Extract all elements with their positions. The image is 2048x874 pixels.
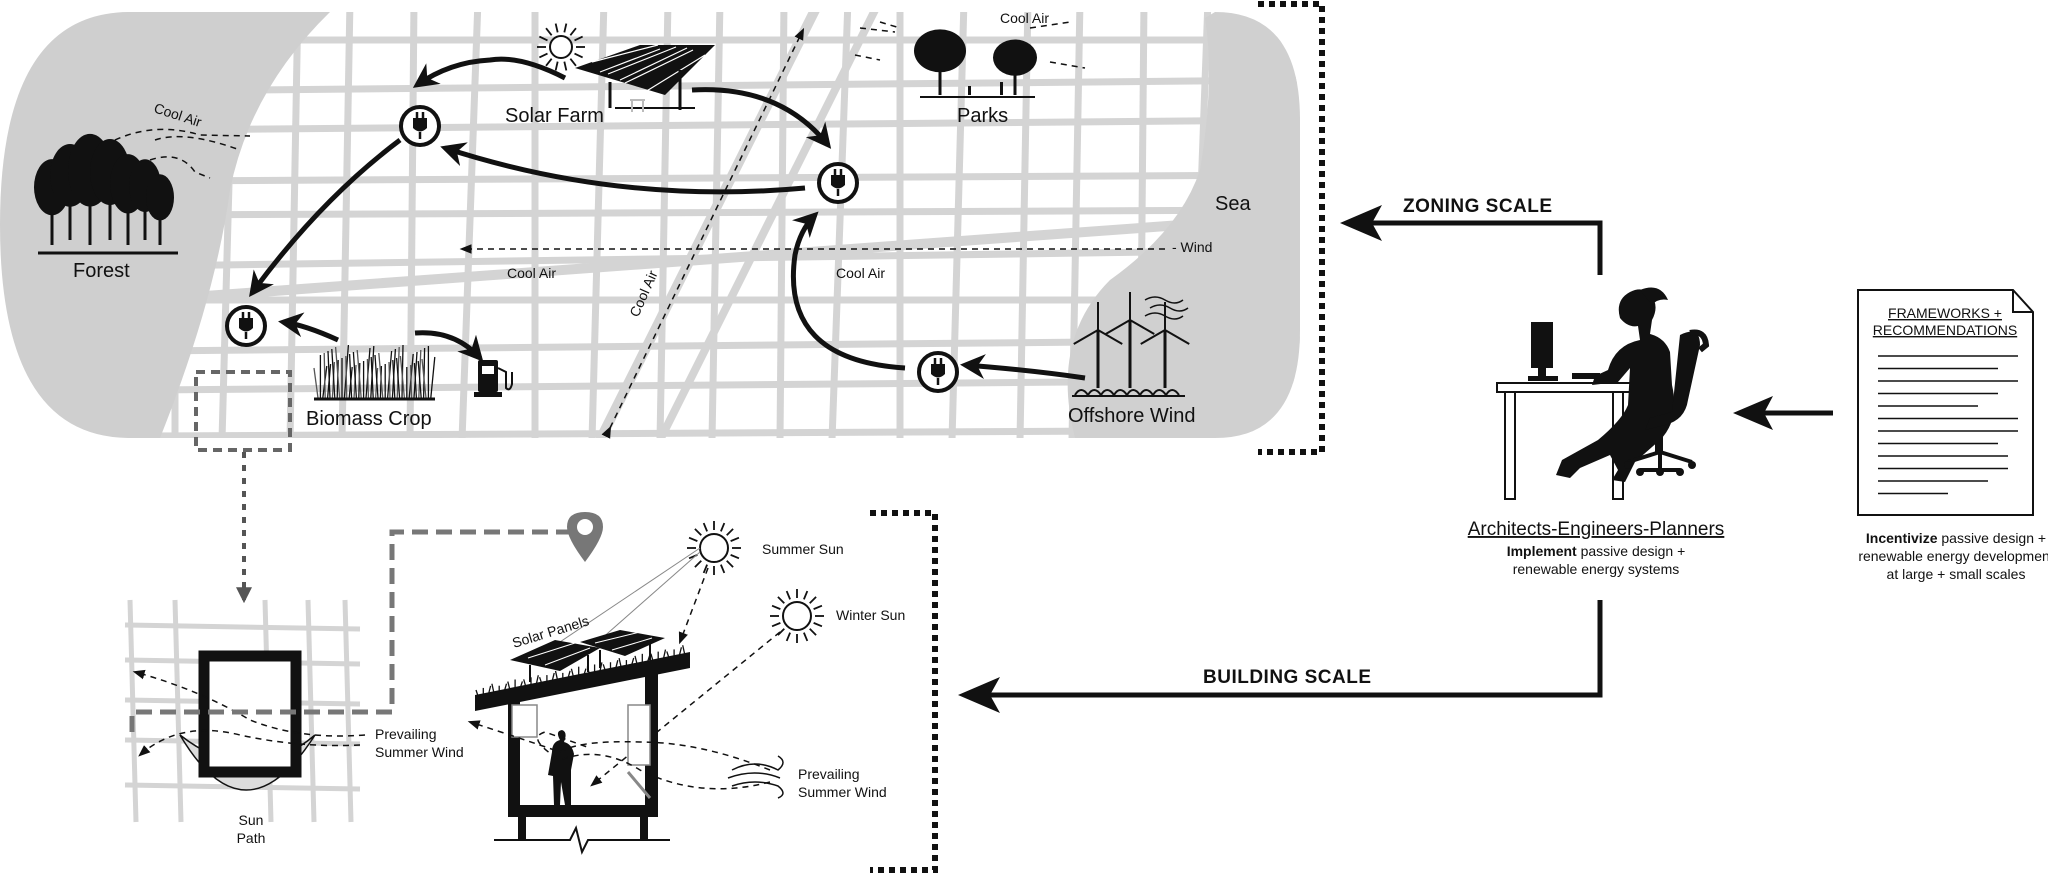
roof-solar-panels bbox=[510, 630, 665, 671]
plan-wind-flows bbox=[132, 669, 366, 757]
roof-panel-grid bbox=[527, 631, 653, 666]
street bbox=[1016, 12, 1032, 438]
document-title-line-2: RECOMMENDATIONS bbox=[1873, 322, 2017, 338]
building-bracket bbox=[870, 510, 938, 873]
building-scale-arrow bbox=[958, 600, 1603, 713]
incentivize-line-3: at large + small scales bbox=[1887, 566, 2026, 582]
parks-label: Parks bbox=[957, 105, 1008, 127]
wind-turbine-icon bbox=[1072, 292, 1190, 397]
street bbox=[458, 12, 482, 438]
biomass-crop-label: Biomass Crop bbox=[306, 408, 432, 430]
offshore-wind-label: Offshore Wind bbox=[1068, 405, 1195, 427]
implement-rest: passive design + bbox=[1577, 543, 1686, 559]
energy-flows bbox=[249, 56, 1086, 381]
street bbox=[286, 12, 302, 438]
sun-rays-dashed bbox=[590, 567, 781, 787]
plug-icon bbox=[817, 162, 859, 204]
role-title: Architects-Engineers-Planners bbox=[1468, 519, 1725, 540]
solar-farm-label: Solar Farm bbox=[505, 105, 604, 127]
person-at-desk-icon bbox=[1496, 287, 1710, 500]
sun-icon bbox=[687, 521, 741, 575]
plan-prevailing-wind-1: Prevailing bbox=[375, 726, 436, 742]
tree-icon bbox=[34, 133, 178, 255]
section-prevailing-wind-1: Prevailing bbox=[798, 766, 859, 782]
cool-air-left-label: Cool Air bbox=[507, 265, 556, 281]
incentivize-line-2: renewable energy development bbox=[1858, 548, 2048, 564]
section-prevailing-wind-2: Summer Wind bbox=[798, 784, 887, 800]
sun-path-label-1: Sun bbox=[239, 812, 264, 828]
implement-line-1: Implement passive design + bbox=[1507, 543, 1686, 559]
solar-panel-icon bbox=[575, 44, 715, 112]
framework-arrow bbox=[1733, 396, 1833, 430]
cool-air-parks-label: Cool Air bbox=[1000, 10, 1049, 26]
sea-area bbox=[1067, 12, 1300, 438]
winter-sun-label: Winter Sun bbox=[836, 607, 905, 623]
tree-icon bbox=[914, 29, 1037, 98]
zoning-scale-label: ZONING SCALE bbox=[1403, 196, 1553, 217]
document-icon bbox=[1857, 289, 2034, 516]
biomass-crop-icon bbox=[313, 344, 436, 401]
sun-icon bbox=[537, 23, 585, 71]
implement-bold: Implement bbox=[1507, 543, 1577, 559]
cool-air-right-label: Cool Air bbox=[836, 265, 885, 281]
street bbox=[338, 12, 354, 438]
summer-sun-label: Summer Sun bbox=[762, 541, 844, 557]
sun-ray-lines bbox=[547, 547, 701, 651]
location-pin-icon bbox=[567, 512, 603, 562]
site-zoom-link bbox=[194, 370, 292, 604]
green-roof bbox=[475, 645, 686, 697]
implement-line-2: renewable energy systems bbox=[1513, 561, 1680, 577]
plan-prevailing-wind-2: Summer Wind bbox=[375, 744, 464, 760]
sea-label: Sea bbox=[1215, 193, 1251, 215]
zoning-scale-arrow bbox=[1340, 205, 1603, 275]
forest-land bbox=[0, 12, 330, 438]
plug-icon bbox=[917, 351, 959, 393]
wind-label: - Wind bbox=[1172, 239, 1212, 255]
section-cut-line bbox=[129, 529, 584, 732]
incentivize-bold: Incentivize bbox=[1866, 530, 1938, 546]
incentivize-rest: passive design + bbox=[1938, 530, 2047, 546]
sun-path-label-2: Path bbox=[237, 830, 266, 846]
sun-icon bbox=[770, 589, 824, 643]
building-scale-label: BUILDING SCALE bbox=[1203, 667, 1372, 688]
plug-icons bbox=[225, 105, 959, 393]
plug-icon bbox=[399, 105, 441, 147]
section-wind-flows bbox=[467, 720, 771, 790]
fuel-pump-icon bbox=[474, 360, 513, 397]
panel-stands bbox=[529, 642, 651, 682]
plug-icon bbox=[225, 305, 267, 347]
forest-label: Forest bbox=[73, 260, 130, 282]
building-section bbox=[475, 645, 690, 855]
wind-icon bbox=[727, 755, 784, 799]
map-bracket bbox=[1258, 1, 1325, 455]
incentivize-line-1: Incentivize passive design + bbox=[1866, 530, 2046, 546]
document-title-line-1: FRAMEWORKS + bbox=[1888, 305, 2002, 321]
cool-air-flows bbox=[104, 21, 1165, 439]
